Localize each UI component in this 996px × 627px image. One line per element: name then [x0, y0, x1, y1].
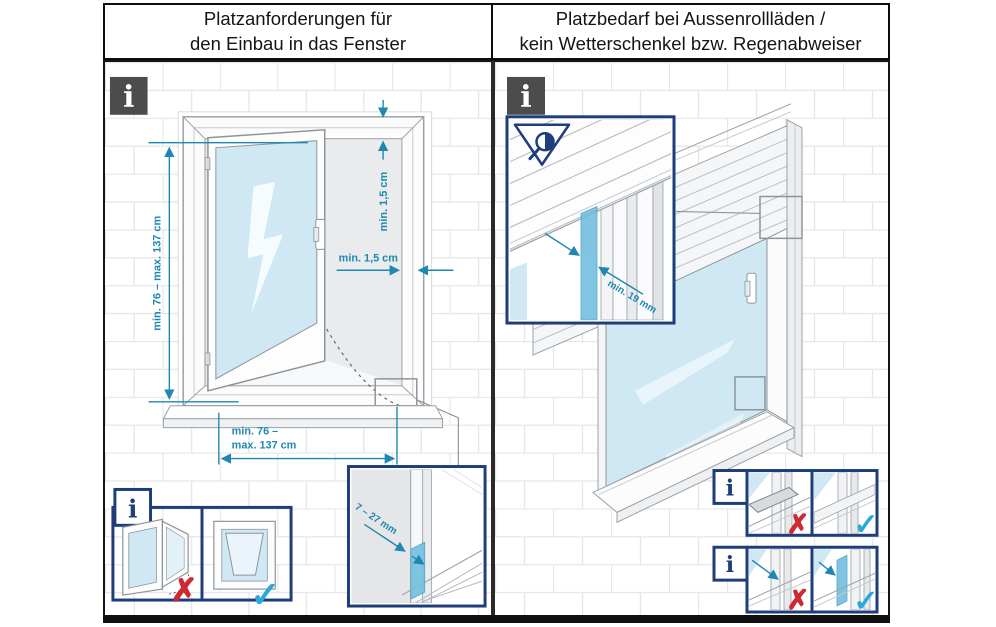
inset-info-icon: i	[128, 494, 137, 523]
frame-depth-detail-inset: 7 – 27 mm	[346, 465, 487, 608]
height-dimension-label: min. 76 – max. 137 cm	[151, 215, 163, 330]
svg-text:i: i	[123, 80, 134, 115]
info-icon: i	[109, 76, 148, 115]
right-panel: min. 19 mm i i	[493, 60, 890, 615]
dimension-annotations: min. 76 – max. 137 cm min. 1,5 cm min. 1…	[148, 99, 454, 465]
check-icon: ✓	[853, 507, 878, 542]
side-clearance-label: min. 1,5 cm	[339, 252, 399, 264]
correct-example-window	[213, 520, 276, 590]
glass-reflection	[635, 338, 735, 405]
magnifier-triangle-icon	[513, 123, 571, 166]
correct-example-frame	[814, 549, 875, 611]
bottom-border-bar	[103, 615, 890, 623]
info-icon: i	[507, 76, 545, 115]
window-clearance-illustration: min. 76 – max. 137 cm min. 1,5 cm min. 1…	[105, 62, 491, 615]
right-title-line1: Platzbedarf bei Aussenrollläden /	[555, 8, 826, 30]
cross-icon: ✗	[171, 573, 198, 609]
open-window-drawing	[162, 111, 459, 467]
roller-shutter-illustration: min. 19 mm i i	[495, 62, 888, 615]
hinge-top	[204, 157, 211, 171]
mounting-position-inset: i ✗	[712, 545, 879, 615]
inset-info-icon: i	[726, 552, 734, 578]
highlight-strip	[836, 554, 848, 607]
shutter-depth-detail-inset: min. 19 mm	[505, 115, 676, 325]
width-dimension-line1: min. 76 –	[232, 426, 279, 438]
opening-direction-inset: i ✗ ✓	[111, 487, 293, 615]
top-clearance-label: min. 1,5 cm	[378, 171, 390, 231]
check-icon: ✓	[853, 584, 878, 615]
right-title-line2: kein Wetterschenkel bzw. Regenabweiser	[519, 32, 862, 54]
right-panel-title: Platzbedarf bei Aussenrollläden / kein W…	[491, 3, 890, 60]
callout-connector	[675, 210, 761, 215]
left-panel: min. 76 – max. 137 cm min. 1,5 cm min. 1…	[103, 60, 493, 615]
inset-info-icon: i	[726, 475, 734, 501]
swing-arc	[326, 328, 401, 407]
highlight-strip	[410, 541, 426, 600]
left-title-line2: den Einbau in das Fenster	[190, 32, 406, 54]
detail-callout-square-top	[759, 195, 803, 240]
left-title-line1: Platzanforderungen für	[203, 8, 393, 30]
width-dimension-line2: max. 137 cm	[232, 440, 297, 452]
left-panel-title: Platzanforderungen für den Einbau in das…	[103, 3, 493, 60]
check-icon: ✓	[250, 575, 280, 615]
glass-reflection	[247, 181, 284, 314]
wrong-example-window	[122, 518, 190, 596]
weather-bar-inset: i ✗ ✓	[712, 469, 879, 543]
svg-text:i: i	[520, 80, 531, 115]
window-sill	[162, 405, 444, 420]
cross-icon: ✗	[787, 585, 810, 615]
detail-callout-square-bottom	[734, 376, 766, 411]
cross-icon: ✗	[787, 509, 810, 540]
highlight-strip	[580, 205, 598, 321]
hinge-bottom	[204, 352, 211, 366]
